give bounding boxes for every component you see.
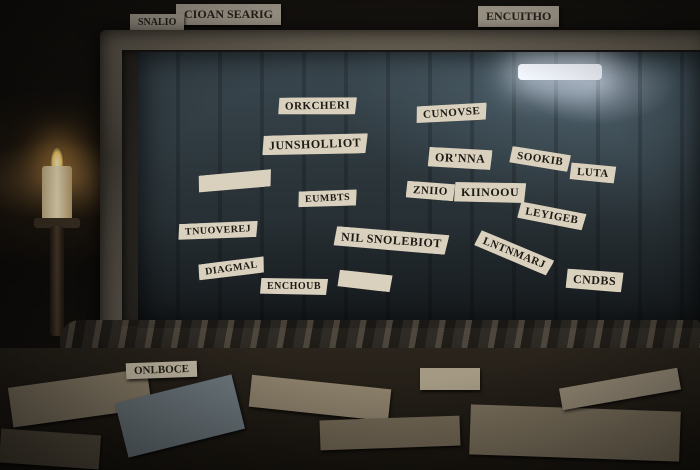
top-label-3: ENCUITHO: [478, 6, 560, 27]
candle: [30, 140, 90, 340]
mirror-note-15: ENCHOUB: [260, 278, 329, 295]
candle-stand: [50, 226, 64, 336]
ceiling-light: [518, 64, 602, 80]
mirror-note-4: OR'NNA: [428, 147, 493, 170]
top-label-2: SNALIO: [130, 14, 185, 31]
mirror-note-8: KIINOOU: [454, 182, 527, 203]
mirror-note-9: EUMBTS: [298, 188, 358, 208]
mirror-note-1: ORKCHERI: [278, 96, 357, 115]
paper-scrap: [0, 428, 102, 470]
paper-scrap: [319, 415, 461, 451]
mirror-note-3: JUNSHOLLIOT: [262, 132, 369, 157]
top-label-1: CIOAN SEARIG: [176, 4, 282, 25]
paper-scrap: [248, 374, 392, 422]
floor-debris: ONLBOCE: [0, 348, 700, 470]
floor-note: ONLBOCE: [125, 360, 198, 380]
paper-scrap: [469, 404, 681, 462]
paper-scrap: [559, 367, 681, 411]
candle-wax: [42, 166, 72, 220]
paper-scrap: [420, 368, 480, 390]
mirror-glass: ORKCHERI CUNOVSE JUNSHOLLIOT OR'NNA SOOK…: [138, 52, 700, 328]
